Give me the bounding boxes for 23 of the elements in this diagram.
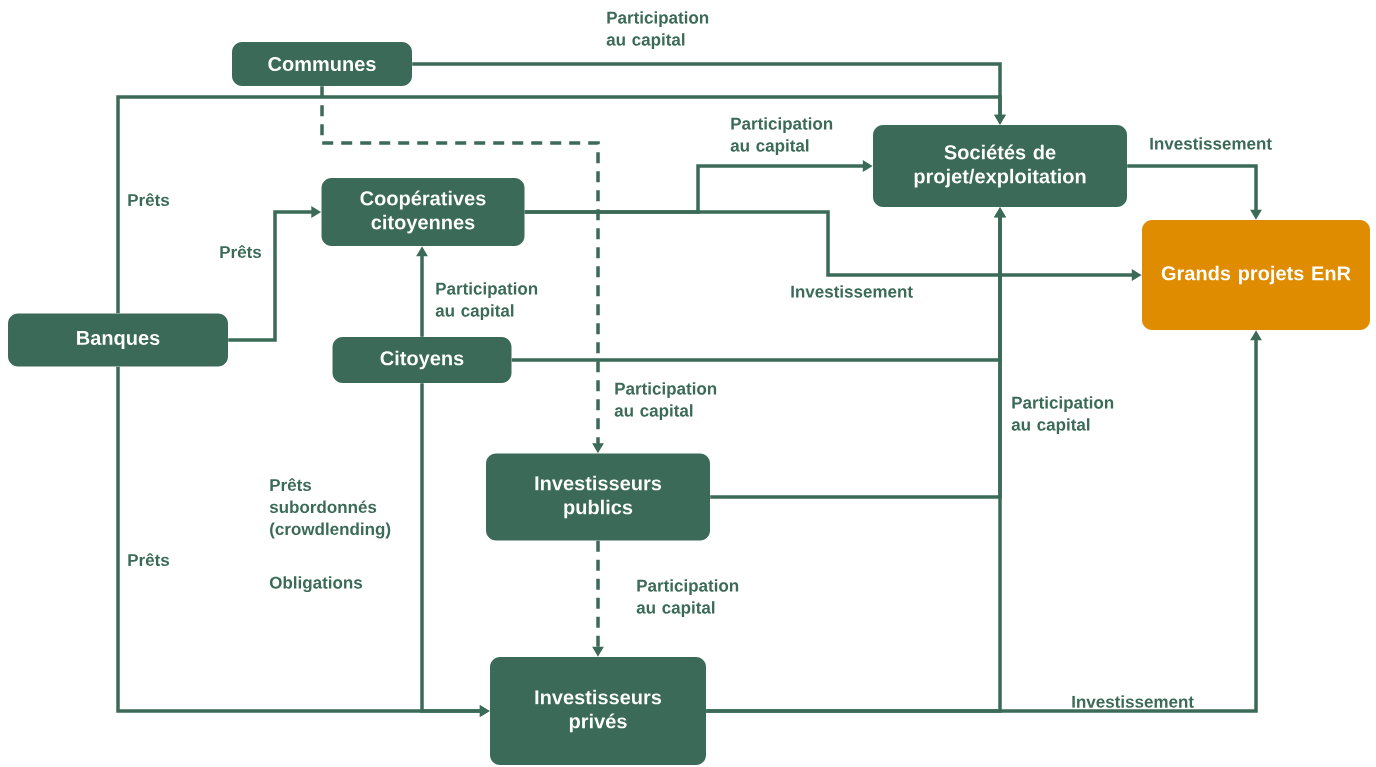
edge-label: Participation au capital xyxy=(614,382,717,421)
edge-label: Prêts xyxy=(128,193,169,207)
edge-label: Prêts subordonnés (crowdlending) xyxy=(269,478,391,539)
process-box: Sociétés de projet/exploitation xyxy=(873,125,1127,207)
edge-label: Participation au capital xyxy=(435,282,538,321)
edge-label: Prêts xyxy=(220,245,262,259)
edge-label: Prêts xyxy=(128,553,169,567)
annotation-label: Obligations xyxy=(269,576,362,593)
edge-label: Participation au capital xyxy=(730,117,833,156)
process-box: Banques xyxy=(8,313,228,367)
edge-label: Participation au capital xyxy=(1011,396,1114,435)
process-box: Citoyens xyxy=(332,337,512,383)
process-box: Grands projets EnR xyxy=(1142,220,1370,330)
edge-label: Participation au capital xyxy=(636,579,739,618)
edge-label: Investissement xyxy=(1072,695,1194,708)
process-box: Coopératives citoyennes xyxy=(321,178,525,246)
edge-label: Investissement xyxy=(1150,137,1272,150)
process-box: Investisseurs publics xyxy=(486,453,710,541)
process-box: Communes xyxy=(232,42,412,86)
edge-label: Investissement xyxy=(791,285,913,298)
arrow xyxy=(116,95,1006,314)
edge-label: Participation au capital xyxy=(606,11,709,50)
process-box: Investisseurs privés xyxy=(490,657,706,765)
